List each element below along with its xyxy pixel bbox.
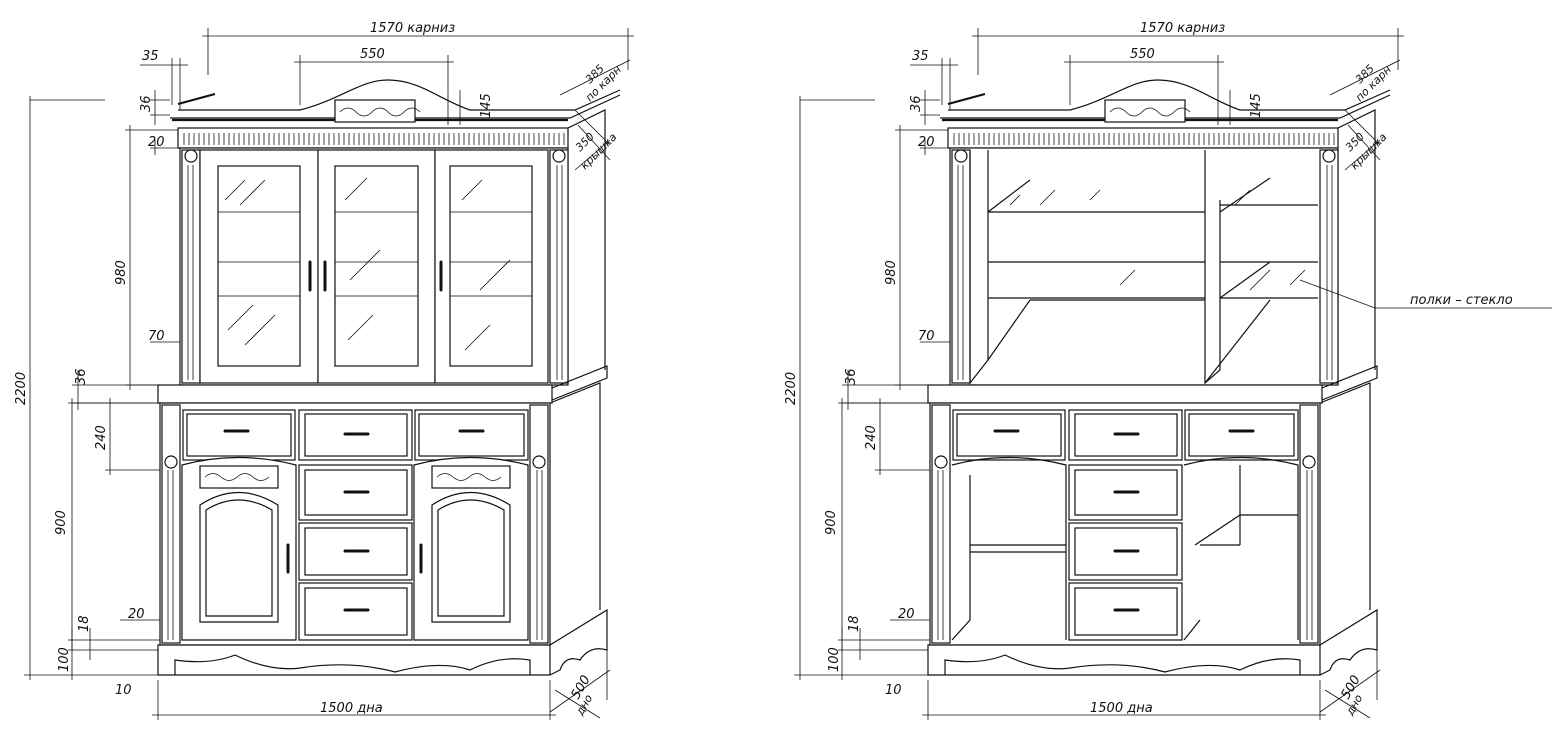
dim-arch-height: 145 [479,93,494,118]
buffet-view-open: 1570 карниз 550 35 385 по карн 36 145 35… [784,21,1404,720]
dim-countertop: 36 [844,368,859,385]
dim-drawer-row: 240 [864,425,879,450]
dim-overhang: 10 [885,683,902,698]
dim-arch-height: 145 [1249,93,1264,118]
cornice [940,79,1391,370]
carved-ornament [1104,99,1186,123]
upper-cabinet [949,147,1339,386]
dim-cornice-height: 36 [139,95,154,112]
dim-plinth: 100 [827,647,842,672]
dim-arch-width: 550 [360,47,385,62]
dim-lower-height: 900 [54,510,69,535]
dim-arch-width: 550 [1130,47,1155,62]
dim-cornice-offset: 35 [142,49,159,64]
countertop [927,384,1323,404]
lower-doors[interactable] [181,456,529,641]
dim-upper-height: 980 [114,260,129,285]
dim-lower-shelf: 70 [918,329,935,344]
pilaster-right [1319,149,1339,384]
dentil-frieze [953,133,1335,145]
dim-cornice-height: 36 [909,95,924,112]
dim-drawer-row: 240 [94,425,109,450]
dim-total-height: 2200 [14,372,29,405]
dim-cornice-offset: 35 [912,49,929,64]
dim-lower-height: 900 [824,510,839,535]
lower-cabinet [927,365,1378,676]
buffet-view-closed: 1570 карниз 550 35 385 по карн 36 145 35… [14,21,634,720]
pilaster-right [549,149,569,384]
dim-upper-height: 980 [884,260,899,285]
dim-bottom-gap: 20 [898,607,915,622]
drawers[interactable] [952,409,1299,641]
dim-base-width: 1500 дна [1090,701,1153,716]
dim-cornice-width: 1570 карниз [370,21,455,36]
pilaster-left [181,149,201,384]
glass-doors[interactable] [199,149,549,384]
callout-glass-shelves: полки – стекло [1410,293,1513,308]
open-interior [951,150,1318,641]
countertop [157,384,553,404]
cornice [170,79,621,370]
dim-plinth: 100 [57,647,72,672]
dim-bottom-gap: 20 [128,607,145,622]
dim-countertop: 36 [74,368,89,385]
dim-overhang: 10 [115,683,132,698]
drawers[interactable] [182,409,529,641]
dim-total-height: 2200 [784,372,799,405]
dentil-frieze [183,133,565,145]
dim-frieze: 20 [148,135,165,150]
dim-base-width: 1500 дна [320,701,383,716]
plinth [927,608,1378,676]
dim-bottom-board: 18 [847,615,862,632]
dim-lower-shelf: 70 [148,329,165,344]
lower-cabinet [157,365,608,676]
dim-frieze: 20 [918,135,935,150]
dim-bottom-board: 18 [77,615,92,632]
plinth [157,608,608,676]
dim-cornice-width: 1570 карниз [1140,21,1225,36]
carved-ornament [334,99,416,123]
upper-cabinet [179,147,569,386]
pilaster-left [951,149,971,384]
shelf-callout: полки – стекло [1299,279,1552,309]
dimension-lines [24,28,634,720]
